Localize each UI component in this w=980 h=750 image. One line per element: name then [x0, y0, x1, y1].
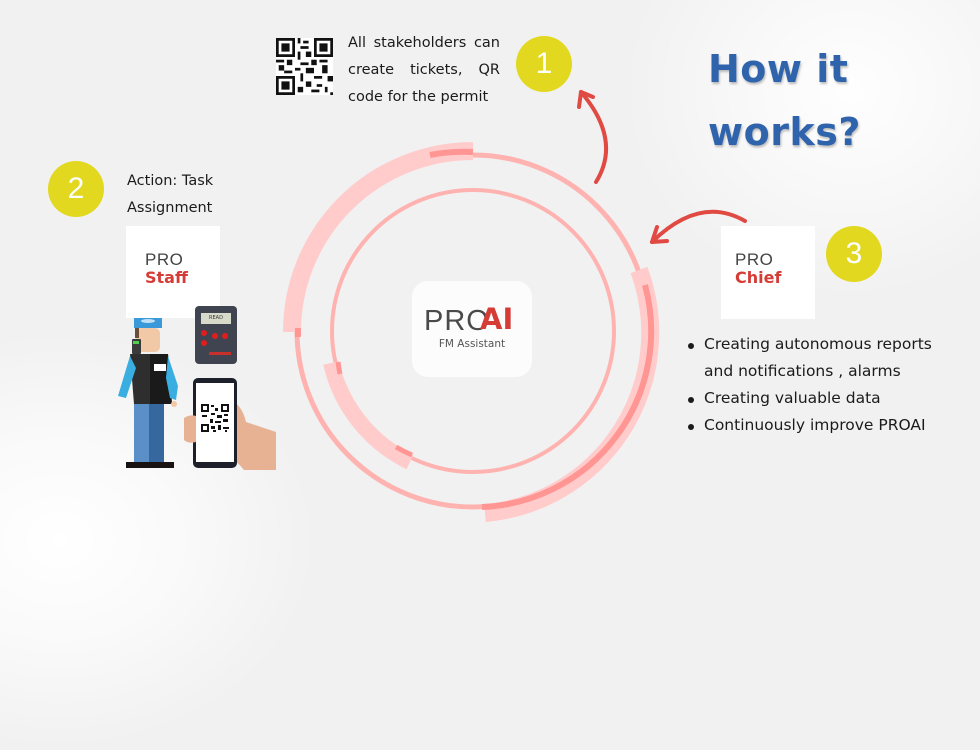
- proai-prefix: PRO: [424, 305, 490, 337]
- step-2-line-2: Assignment: [127, 200, 213, 216]
- bullet-item: Continuously improve PROAI: [686, 412, 964, 439]
- proai-accent: AI: [480, 302, 514, 336]
- step-2-line-1: Action: Task: [127, 173, 214, 189]
- arrow-to-step-1-icon: [577, 90, 609, 184]
- proai-subtitle: FM Assistant: [438, 338, 506, 350]
- pro-chief-logo: PRO Chief: [721, 226, 815, 319]
- phone-with-qr-illustration-icon: [184, 378, 276, 470]
- pro-staff-name: Staff: [145, 268, 188, 287]
- device-button-icon: [222, 333, 228, 339]
- bullet-item: Creating valuable data: [686, 385, 964, 412]
- outer-ring: [283, 142, 660, 522]
- worker-illustration-icon: [118, 318, 178, 468]
- inner-ring: [323, 188, 616, 474]
- proai-center-logo: PRO AI FM Assistant: [412, 281, 532, 377]
- pro-chief-name: Chief: [735, 268, 782, 287]
- device-button-icon: [201, 340, 207, 346]
- qr-code-icon: [276, 38, 333, 95]
- title-line-1: How it: [708, 47, 849, 91]
- step-3-badge: 3: [826, 226, 882, 282]
- pro-staff-logo: PRO Staff: [126, 226, 220, 318]
- page-title: How it works?: [708, 38, 938, 164]
- step-3-bullet-list: Creating autonomous reports and notifica…: [686, 331, 964, 439]
- step-1-description: All stakeholders can create tickets, QR …: [348, 35, 500, 105]
- cycle-rings: [283, 90, 747, 522]
- bullet-item: Creating autonomous reports and notifica…: [686, 331, 964, 385]
- title-line-2: works?: [708, 110, 861, 154]
- step-2-description: Action: Task Assignment: [127, 168, 237, 222]
- handheld-reader-device: READ: [195, 306, 237, 364]
- pro-staff-prefix: PRO: [145, 250, 184, 269]
- device-button-icon: [212, 333, 218, 339]
- step-1-badge: 1: [516, 36, 572, 92]
- arrow-to-ring-icon: [650, 209, 747, 244]
- device-brand-strip: [209, 352, 231, 355]
- device-button-icon: [201, 330, 207, 336]
- pro-chief-prefix: PRO: [735, 250, 774, 269]
- device-screen: READ: [201, 313, 231, 324]
- step-2-badge: 2: [48, 161, 104, 217]
